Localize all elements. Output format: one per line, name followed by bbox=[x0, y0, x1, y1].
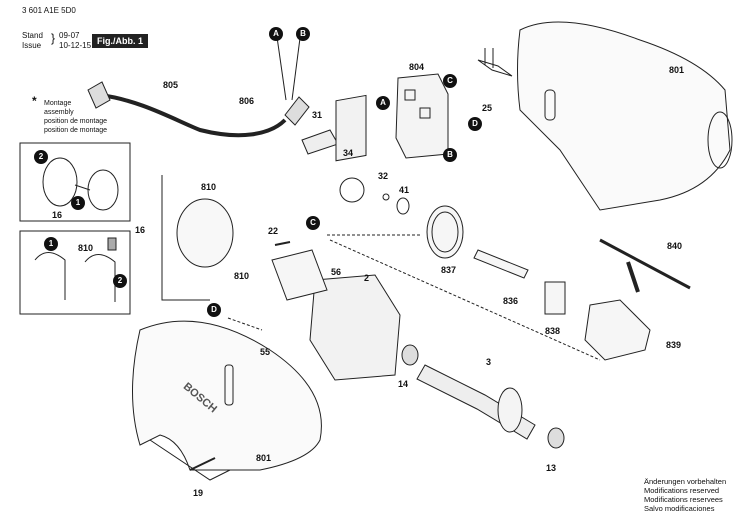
part-number: 801 bbox=[256, 453, 272, 463]
part-number: 13 bbox=[546, 463, 557, 473]
part-number: 14 bbox=[398, 379, 409, 389]
part-number: 840 bbox=[667, 241, 683, 251]
callout-c: C bbox=[306, 216, 320, 230]
inset-box-2 bbox=[19, 230, 131, 315]
part-number: 22 bbox=[268, 226, 279, 236]
callout-a: A bbox=[269, 27, 283, 41]
part-number: 810 bbox=[234, 271, 250, 281]
part-number: 810 bbox=[78, 243, 94, 253]
part-number: 801 bbox=[669, 65, 685, 75]
inset-box-1 bbox=[19, 142, 131, 222]
callout-d: D bbox=[207, 303, 221, 317]
part-number: 804 bbox=[409, 62, 425, 72]
part-number: 31 bbox=[312, 110, 323, 120]
figure-label: Fig./Abb. 1 bbox=[92, 34, 148, 48]
part-number: 836 bbox=[503, 296, 519, 306]
montage-note: Montage assembly position de montage pos… bbox=[44, 100, 108, 134]
part-number: 55 bbox=[260, 347, 271, 357]
issue-value: 10-12-15 bbox=[59, 41, 92, 50]
callout-b: B bbox=[443, 148, 457, 162]
part-number: 2 bbox=[364, 273, 370, 283]
part-number: 34 bbox=[343, 148, 354, 158]
part-number: 56 bbox=[331, 267, 342, 277]
callout-b: B bbox=[296, 27, 310, 41]
part-number: 19 bbox=[193, 488, 204, 498]
part-number: 810 bbox=[201, 182, 217, 192]
callout-1: 1 bbox=[44, 237, 58, 251]
callout-2: 2 bbox=[113, 274, 127, 288]
part-number: 41 bbox=[399, 185, 410, 195]
montage-star: * bbox=[32, 94, 37, 108]
callout-a: A bbox=[376, 96, 390, 110]
part-number: 839 bbox=[666, 340, 682, 350]
part-number: 32 bbox=[378, 171, 389, 181]
stand-value: 09-07 bbox=[59, 31, 80, 40]
part-number: 805 bbox=[163, 80, 179, 90]
doc-number: 3 601 A1E 5D0 bbox=[22, 6, 76, 15]
issue-label: Issue bbox=[22, 41, 42, 50]
callout-1: 1 bbox=[71, 196, 85, 210]
footer-notes: Änderungen vorbehalten Modifications res… bbox=[644, 477, 727, 513]
callout-c: C bbox=[443, 74, 457, 88]
part-number: 16 bbox=[135, 225, 146, 235]
part-number: 3 bbox=[486, 357, 492, 367]
callout-d: D bbox=[468, 117, 482, 131]
part-number: 806 bbox=[239, 96, 255, 106]
part-number: 25 bbox=[482, 103, 493, 113]
part-number: 16 bbox=[52, 210, 63, 220]
part-number: 838 bbox=[545, 326, 561, 336]
callout-2: 2 bbox=[34, 150, 48, 164]
part-number: 837 bbox=[441, 265, 457, 275]
stand-label: Stand bbox=[22, 31, 43, 40]
